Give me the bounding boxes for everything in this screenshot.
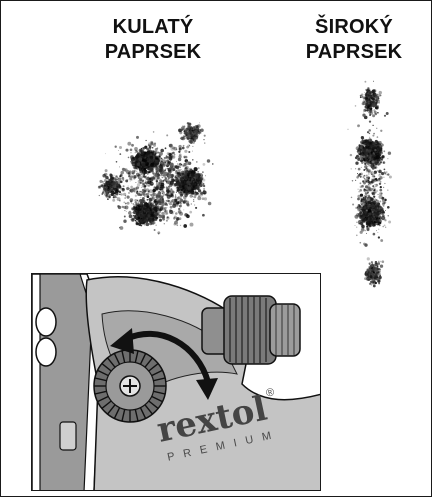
upper-adjuster: [201, 295, 301, 365]
curved-double-arrow-icon: [110, 328, 218, 400]
spray-gun-inset: rextol ® PREMIUM: [31, 273, 321, 491]
wide-spray-label: ŠIROKÝ PAPRSEK: [279, 15, 429, 65]
wide-spray-pattern: [347, 80, 392, 288]
round-spray-label: KULATÝ PAPRSEK: [63, 15, 243, 65]
round-spray-label-line2: PAPRSEK: [104, 41, 202, 63]
wide-spray-label-line2: PAPRSEK: [305, 41, 403, 63]
round-spray-label-line1: KULATÝ: [112, 16, 194, 38]
round-spray-pattern: [97, 122, 214, 235]
spray-gun-illustration: rextol ® PREMIUM: [32, 274, 320, 490]
adjustment-knob-icon: [93, 349, 167, 423]
wide-spray-label-line1: ŠIROKÝ: [315, 16, 393, 38]
brand-registered: ®: [265, 386, 275, 399]
